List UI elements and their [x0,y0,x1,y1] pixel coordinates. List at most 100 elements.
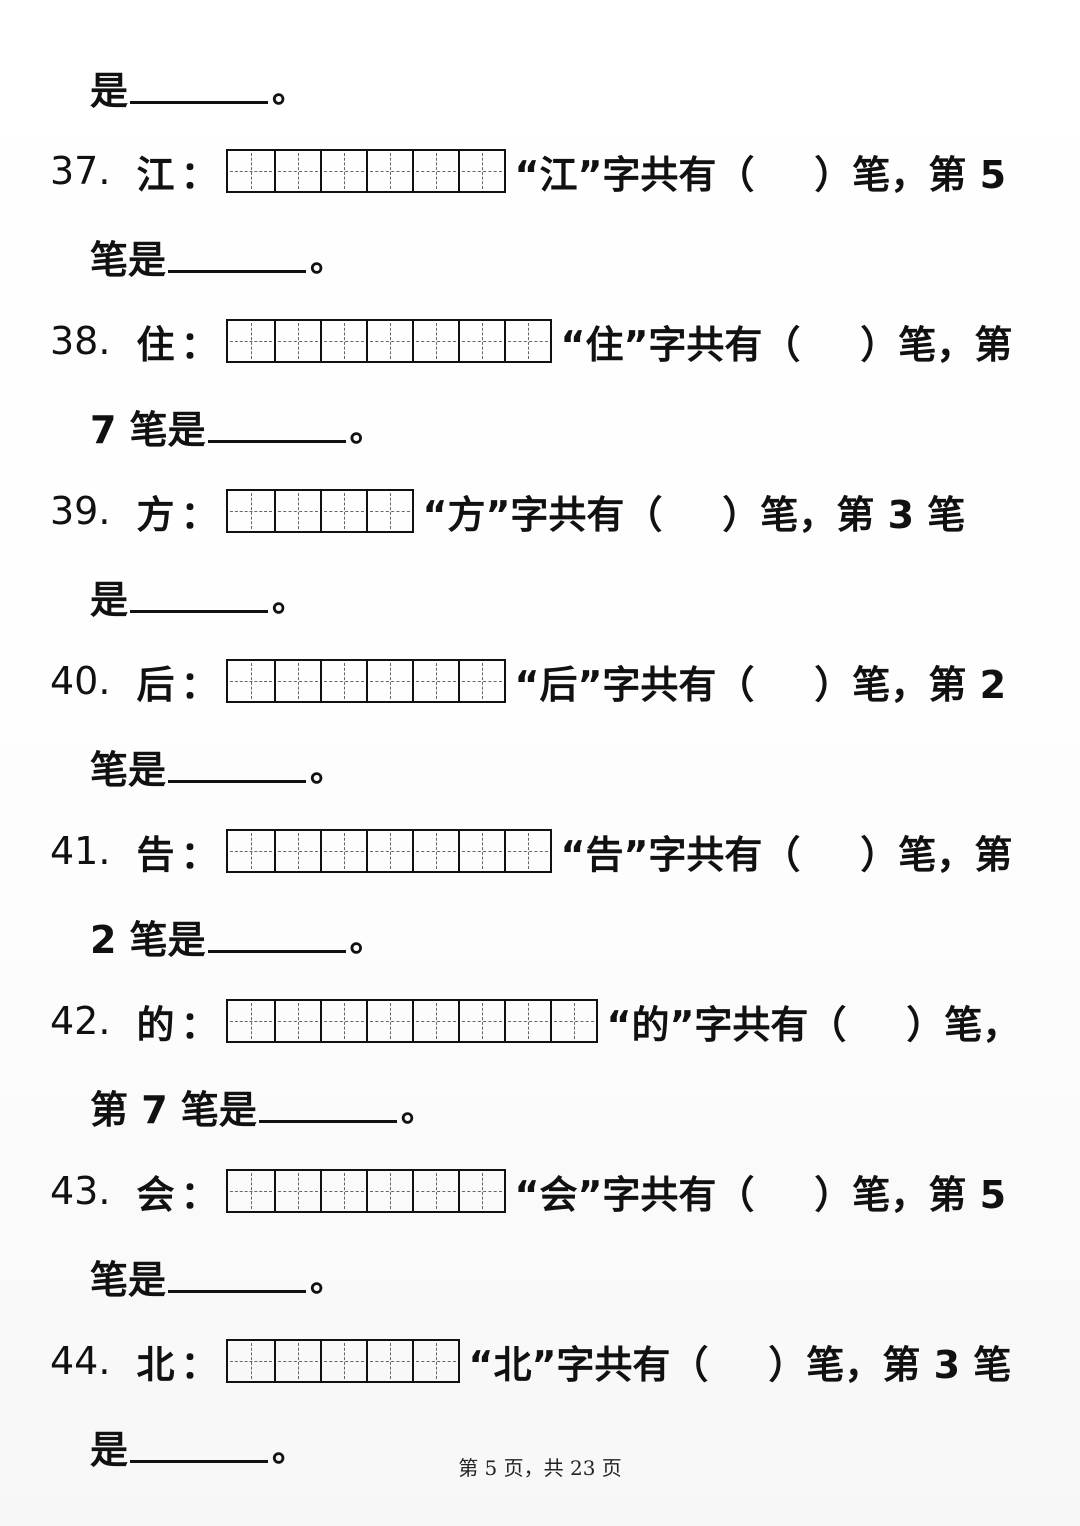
grid-cell[interactable] [458,1001,504,1041]
period: 。 [400,1089,435,1130]
grid-cell[interactable] [458,661,504,701]
colon: ： [180,152,219,197]
grid-cell[interactable] [458,151,504,191]
grid-cell[interactable] [458,831,504,871]
grid-cell[interactable] [320,151,366,191]
answer-blank[interactable] [168,750,307,783]
question-line: 41.告：“告”字共有（）笔，第 [50,816,1012,886]
grid-cell[interactable] [412,1001,458,1041]
grid-cell[interactable] [228,661,274,701]
answer-blank[interactable] [130,580,269,613]
period: 。 [272,579,307,620]
period: 。 [310,239,345,280]
question-line: 39.方：“方”字共有（）笔，第 3 笔 [50,476,965,546]
grid-cell[interactable] [228,831,274,871]
grid-cell[interactable] [274,831,320,871]
grid-cell[interactable] [366,661,412,701]
grid-cell[interactable] [274,491,320,531]
answer-blank[interactable] [258,1090,397,1123]
answer-blank[interactable] [207,920,346,953]
grid-cell[interactable] [412,321,458,361]
answer-blank[interactable] [130,71,269,104]
colon: ： [180,1002,219,1047]
answer-blank[interactable] [207,410,346,443]
grid-cell[interactable] [412,661,458,701]
stroke-writing-grid[interactable] [226,999,599,1043]
grid-cell[interactable] [228,491,274,531]
stroke-question-tail: ）笔，第 [860,322,1013,367]
grid-cell[interactable] [320,1341,366,1381]
grid-cell[interactable] [366,1171,412,1211]
grid-cell[interactable] [504,1001,550,1041]
stroke-writing-grid[interactable] [226,829,553,873]
question-number: 43. [50,1169,111,1213]
answer-blank[interactable] [168,1260,307,1293]
grid-cell[interactable] [228,1171,274,1211]
answer-blank[interactable] [168,240,307,273]
grid-cell[interactable] [274,321,320,361]
question-char: 后 [136,662,175,707]
grid-cell[interactable] [504,321,550,361]
stroke-writing-grid[interactable] [226,1169,507,1213]
grid-cell[interactable] [366,491,412,531]
stroke-writing-grid[interactable] [226,1339,461,1383]
grid-cell[interactable] [274,1341,320,1381]
question-continuation-line: 是。 [90,561,306,631]
stroke-question-tail: ）笔，第 [860,832,1013,877]
question-number: 44. [50,1339,111,1383]
grid-cell[interactable] [320,321,366,361]
grid-cell[interactable] [550,1001,596,1041]
grid-cell[interactable] [412,1341,458,1381]
grid-cell[interactable] [412,1171,458,1211]
grid-cell[interactable] [274,661,320,701]
grid-cell[interactable] [412,151,458,191]
stroke-writing-grid[interactable] [226,489,415,533]
grid-cell[interactable] [320,661,366,701]
question-continuation-line: 2 笔是。 [90,901,384,971]
colon: ： [180,1342,219,1387]
grid-cell[interactable] [366,1001,412,1041]
stroke-writing-grid[interactable] [226,319,553,363]
answer-blank[interactable] [130,1430,269,1463]
stroke-question-tail: ）笔，第 5 [814,1172,1007,1217]
question-char: 告 [136,832,175,877]
stroke-writing-grid[interactable] [226,659,507,703]
grid-cell[interactable] [320,1001,366,1041]
grid-cell[interactable] [320,831,366,871]
grid-cell[interactable] [320,1171,366,1211]
question-continuation-line: 笔是 。 [90,221,344,291]
grid-cell[interactable] [274,151,320,191]
question-continuation-line: 第 7 笔是 。 [90,1071,435,1141]
grid-cell[interactable] [458,1171,504,1211]
stroke-order-prompt: 是 [90,1427,129,1472]
question-char: 方 [136,492,175,537]
question-continuation-line: 7 笔是。 [90,391,384,461]
grid-cell[interactable] [504,831,550,871]
grid-cell[interactable] [366,321,412,361]
stroke-order-prompt: 是 [90,577,129,622]
period: 。 [272,1429,307,1470]
grid-cell[interactable] [458,321,504,361]
grid-cell[interactable] [366,831,412,871]
question-line: 38.住：“住”字共有（）笔，第 [50,306,1012,376]
stroke-count-question: “会”字共有（ [514,1172,755,1217]
stroke-count-question: “告”字共有（ [560,832,801,877]
grid-cell[interactable] [228,1001,274,1041]
grid-cell[interactable] [366,151,412,191]
grid-cell[interactable] [320,491,366,531]
question-number: 39. [50,489,111,533]
grid-cell[interactable] [228,321,274,361]
stroke-order-prompt: 笔是 [90,237,167,282]
grid-cell[interactable] [274,1001,320,1041]
continuation-prefix: 是 [90,68,129,113]
colon: ： [180,1172,219,1217]
stroke-order-prompt: 7 笔是 [90,407,206,452]
stroke-order-prompt: 第 7 笔是 [90,1087,257,1132]
grid-cell[interactable] [274,1171,320,1211]
grid-cell[interactable] [366,1341,412,1381]
grid-cell[interactable] [228,1341,274,1381]
grid-cell[interactable] [228,151,274,191]
stroke-writing-grid[interactable] [226,149,507,193]
grid-cell[interactable] [412,831,458,871]
